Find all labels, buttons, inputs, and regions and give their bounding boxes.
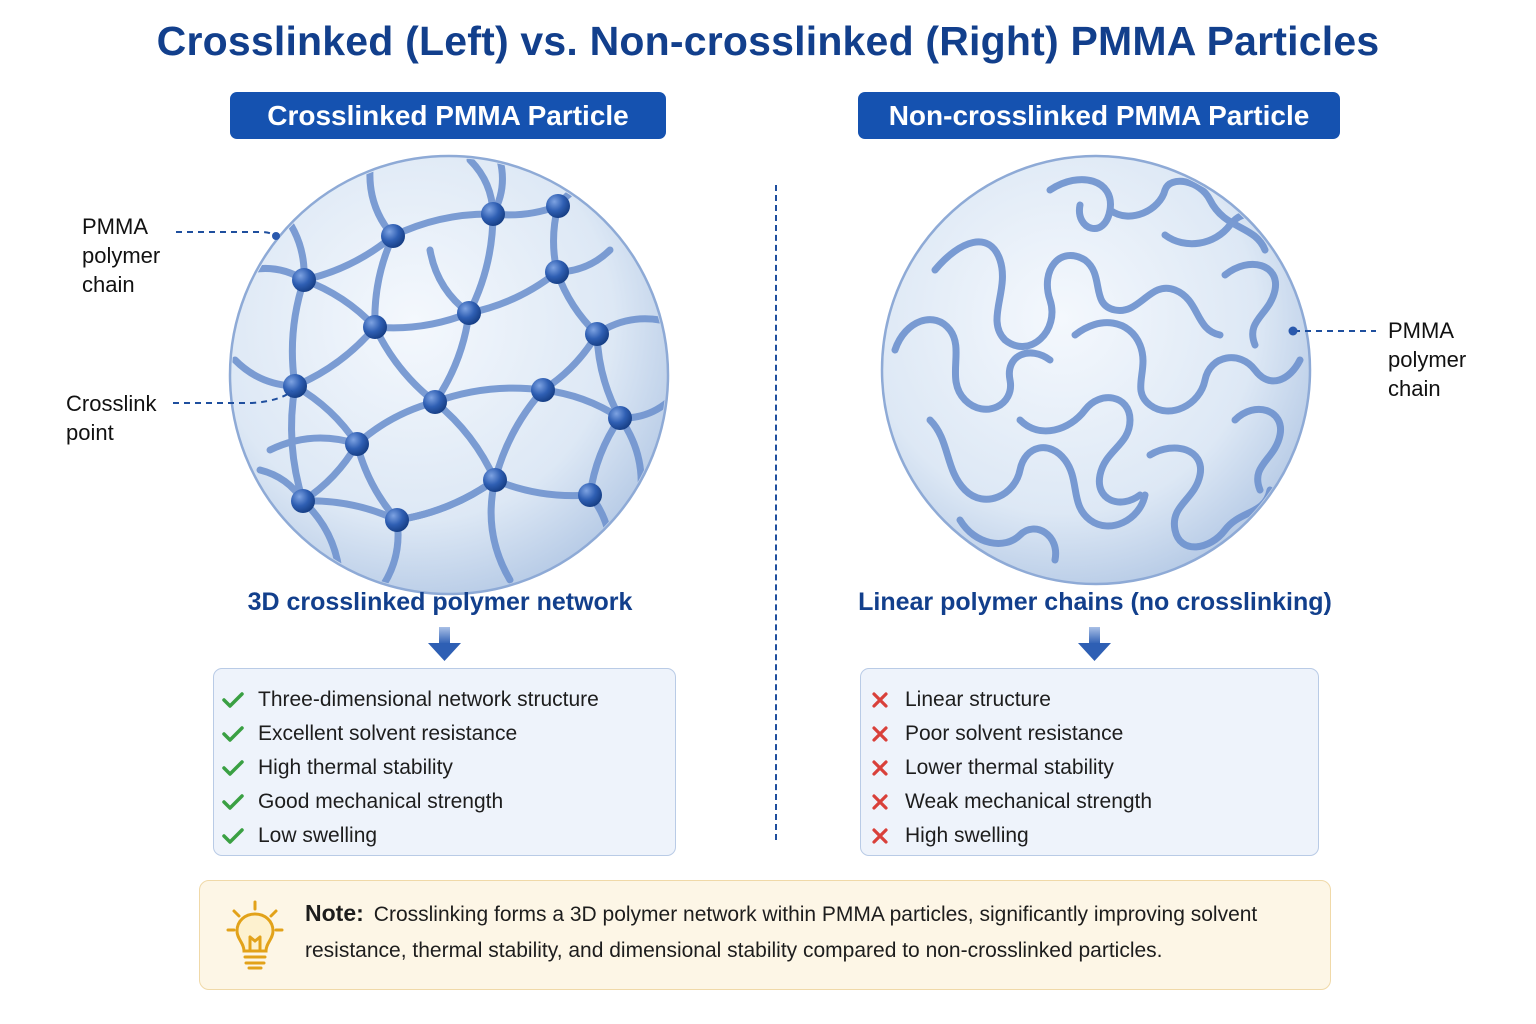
- arrow-down-icon-left: [428, 627, 461, 661]
- cross-icon: [861, 759, 899, 777]
- polymer-chain: [891, 316, 1054, 413]
- crosslink-point: [481, 202, 505, 226]
- crosslink-point: [578, 483, 602, 507]
- check-icon: [214, 759, 252, 777]
- property-text: Linear structure: [905, 688, 1051, 711]
- crosslink-callout-line: [173, 390, 293, 404]
- polymer-chain: [1231, 405, 1284, 494]
- property-text: Weak mechanical strength: [905, 790, 1153, 813]
- property-item: Good mechanical strength: [214, 785, 675, 819]
- crosslink-point: [423, 390, 447, 414]
- check-icon: [214, 827, 252, 845]
- crosslink-point: [345, 432, 369, 456]
- property-item: High thermal stability: [214, 751, 675, 785]
- check-icon: [214, 725, 252, 743]
- crosslink-point: [545, 260, 569, 284]
- property-item: Three-dimensional network structure: [214, 683, 675, 717]
- crosslinked-caption: 3D crosslinked polymer network: [247, 588, 633, 616]
- note-body: Crosslinking forms a 3D polymer network …: [305, 903, 1258, 962]
- check-icon: [214, 793, 252, 811]
- polymer-chain: [926, 416, 1149, 530]
- property-text: Good mechanical strength: [258, 790, 504, 813]
- crosslink-point: [457, 301, 481, 325]
- crosslinked-header: Crosslinked PMMA Particle: [230, 92, 666, 139]
- crosslink-point: [608, 406, 632, 430]
- polymer-chain: [1146, 444, 1274, 551]
- property-item: Low swelling: [214, 819, 675, 853]
- property-item: Excellent solvent resistance: [214, 717, 675, 751]
- property-item: Lower thermal stability: [861, 751, 1318, 785]
- check-icon: [214, 691, 252, 709]
- crosslinked-network: [232, 158, 666, 592]
- crosslink-point: [385, 508, 409, 532]
- property-text: Low swelling: [258, 824, 378, 847]
- arrow-down-icon-right: [1078, 627, 1111, 661]
- crosslink-point: [291, 489, 315, 513]
- property-text: High swelling: [905, 824, 1029, 847]
- linear-chains: [891, 176, 1304, 564]
- polymer-chain: [931, 238, 1224, 350]
- property-item: Linear structure: [861, 683, 1318, 717]
- non-crosslinked-caption: Linear polymer chains (no crosslinking): [858, 588, 1332, 616]
- polymer-chain: [956, 516, 1060, 564]
- cross-icon: [861, 793, 899, 811]
- non-crosslinked-header: Non-crosslinked PMMA Particle: [858, 92, 1340, 139]
- chain-callout-dot-left: [272, 232, 280, 240]
- crosslink-point: [381, 224, 405, 248]
- note-text-block: Note:Crosslinking forms a 3D polymer net…: [305, 895, 1315, 969]
- crosslink-point: [283, 374, 307, 398]
- property-item: High swelling: [861, 819, 1318, 853]
- crosslink-point: [585, 322, 609, 346]
- polymer-chain: [1016, 394, 1144, 506]
- property-text: Poor solvent resistance: [905, 722, 1124, 745]
- crosslink-point: [531, 378, 555, 402]
- chain-callout-line-left: [176, 231, 276, 237]
- chain-callout-label-left: PMMA polymer chain: [82, 214, 161, 297]
- lightbulb-icon: [226, 900, 284, 970]
- property-item: Weak mechanical strength: [861, 785, 1318, 819]
- crosslink-point: [292, 268, 316, 292]
- cross-icon: [861, 725, 899, 743]
- property-text: Lower thermal stability: [905, 756, 1114, 779]
- cross-icon: [861, 827, 899, 845]
- crosslink-callout-label: Crosslink point: [66, 391, 157, 445]
- polymer-chain: [1071, 319, 1304, 415]
- center-divider: [775, 185, 777, 840]
- property-text: Excellent solvent resistance: [258, 722, 518, 745]
- polymer-chain: [1221, 260, 1279, 349]
- property-text: Three-dimensional network structure: [258, 688, 599, 711]
- polymer-chain: [1046, 176, 1269, 254]
- note-box: Note:Crosslinking forms a 3D polymer net…: [199, 880, 1331, 990]
- crosslink-point: [546, 194, 570, 218]
- note-label: Note:: [305, 900, 364, 926]
- chain-callout-label-right: PMMA polymer chain: [1388, 318, 1467, 401]
- page-title: Crosslinked (Left) vs. Non-crosslinked (…: [156, 18, 1380, 64]
- crosslink-point: [363, 315, 387, 339]
- cross-icon: [861, 691, 899, 709]
- property-text: High thermal stability: [258, 756, 453, 779]
- chain-callout-dot-right: [1288, 326, 1298, 336]
- property-item: Poor solvent resistance: [861, 717, 1318, 751]
- crosslink-point: [483, 468, 507, 492]
